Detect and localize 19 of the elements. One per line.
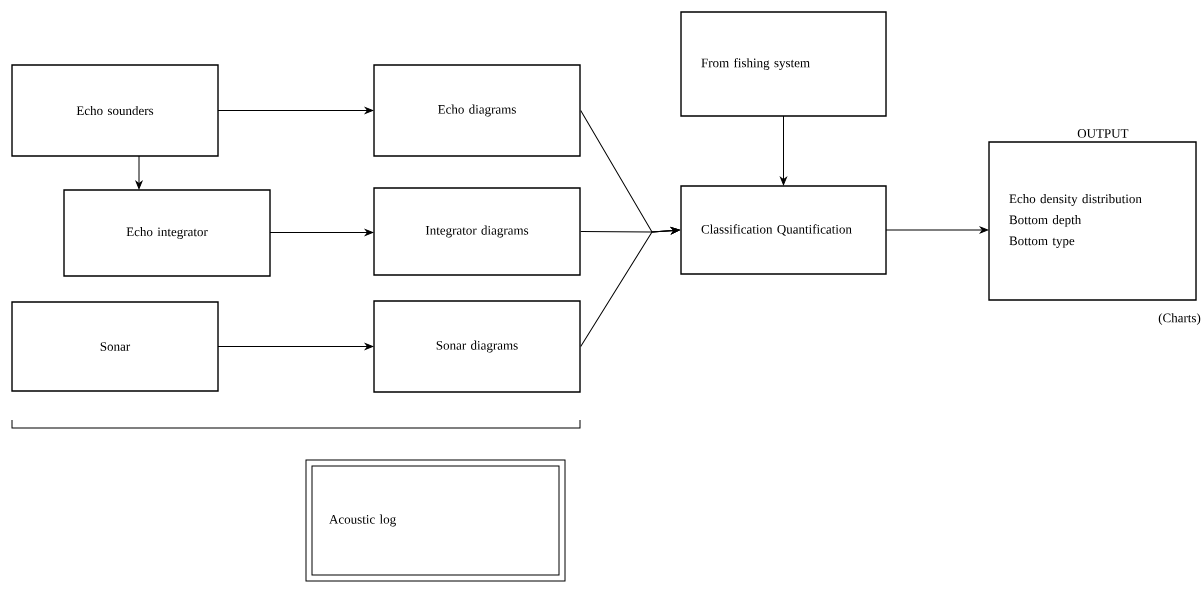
process-box: Echo diagrams [373,64,581,157]
box-caption: (Charts) [1158,313,1201,325]
box-heading: OUTPUT [1077,129,1129,138]
arrow [780,115,787,186]
arrow [217,343,374,350]
process-box: From fishing system [680,11,887,117]
process-box: Echo density distribution Bottom depth Bottom type [988,141,1197,301]
process-box: Integrator diagrams [373,187,581,276]
process-box: Classification Quantification [680,185,887,275]
arrow [135,155,143,190]
process-box: Echo sounders [11,64,219,157]
arrow [580,227,680,347]
arrow [269,229,374,236]
process-box: Sonar diagrams [373,300,581,393]
process-box: Sonar [11,301,219,392]
process-box: Acoustic log [305,459,566,582]
arrow [885,226,989,234]
process-box: Echo integrator [63,189,271,277]
arrow [217,107,374,114]
